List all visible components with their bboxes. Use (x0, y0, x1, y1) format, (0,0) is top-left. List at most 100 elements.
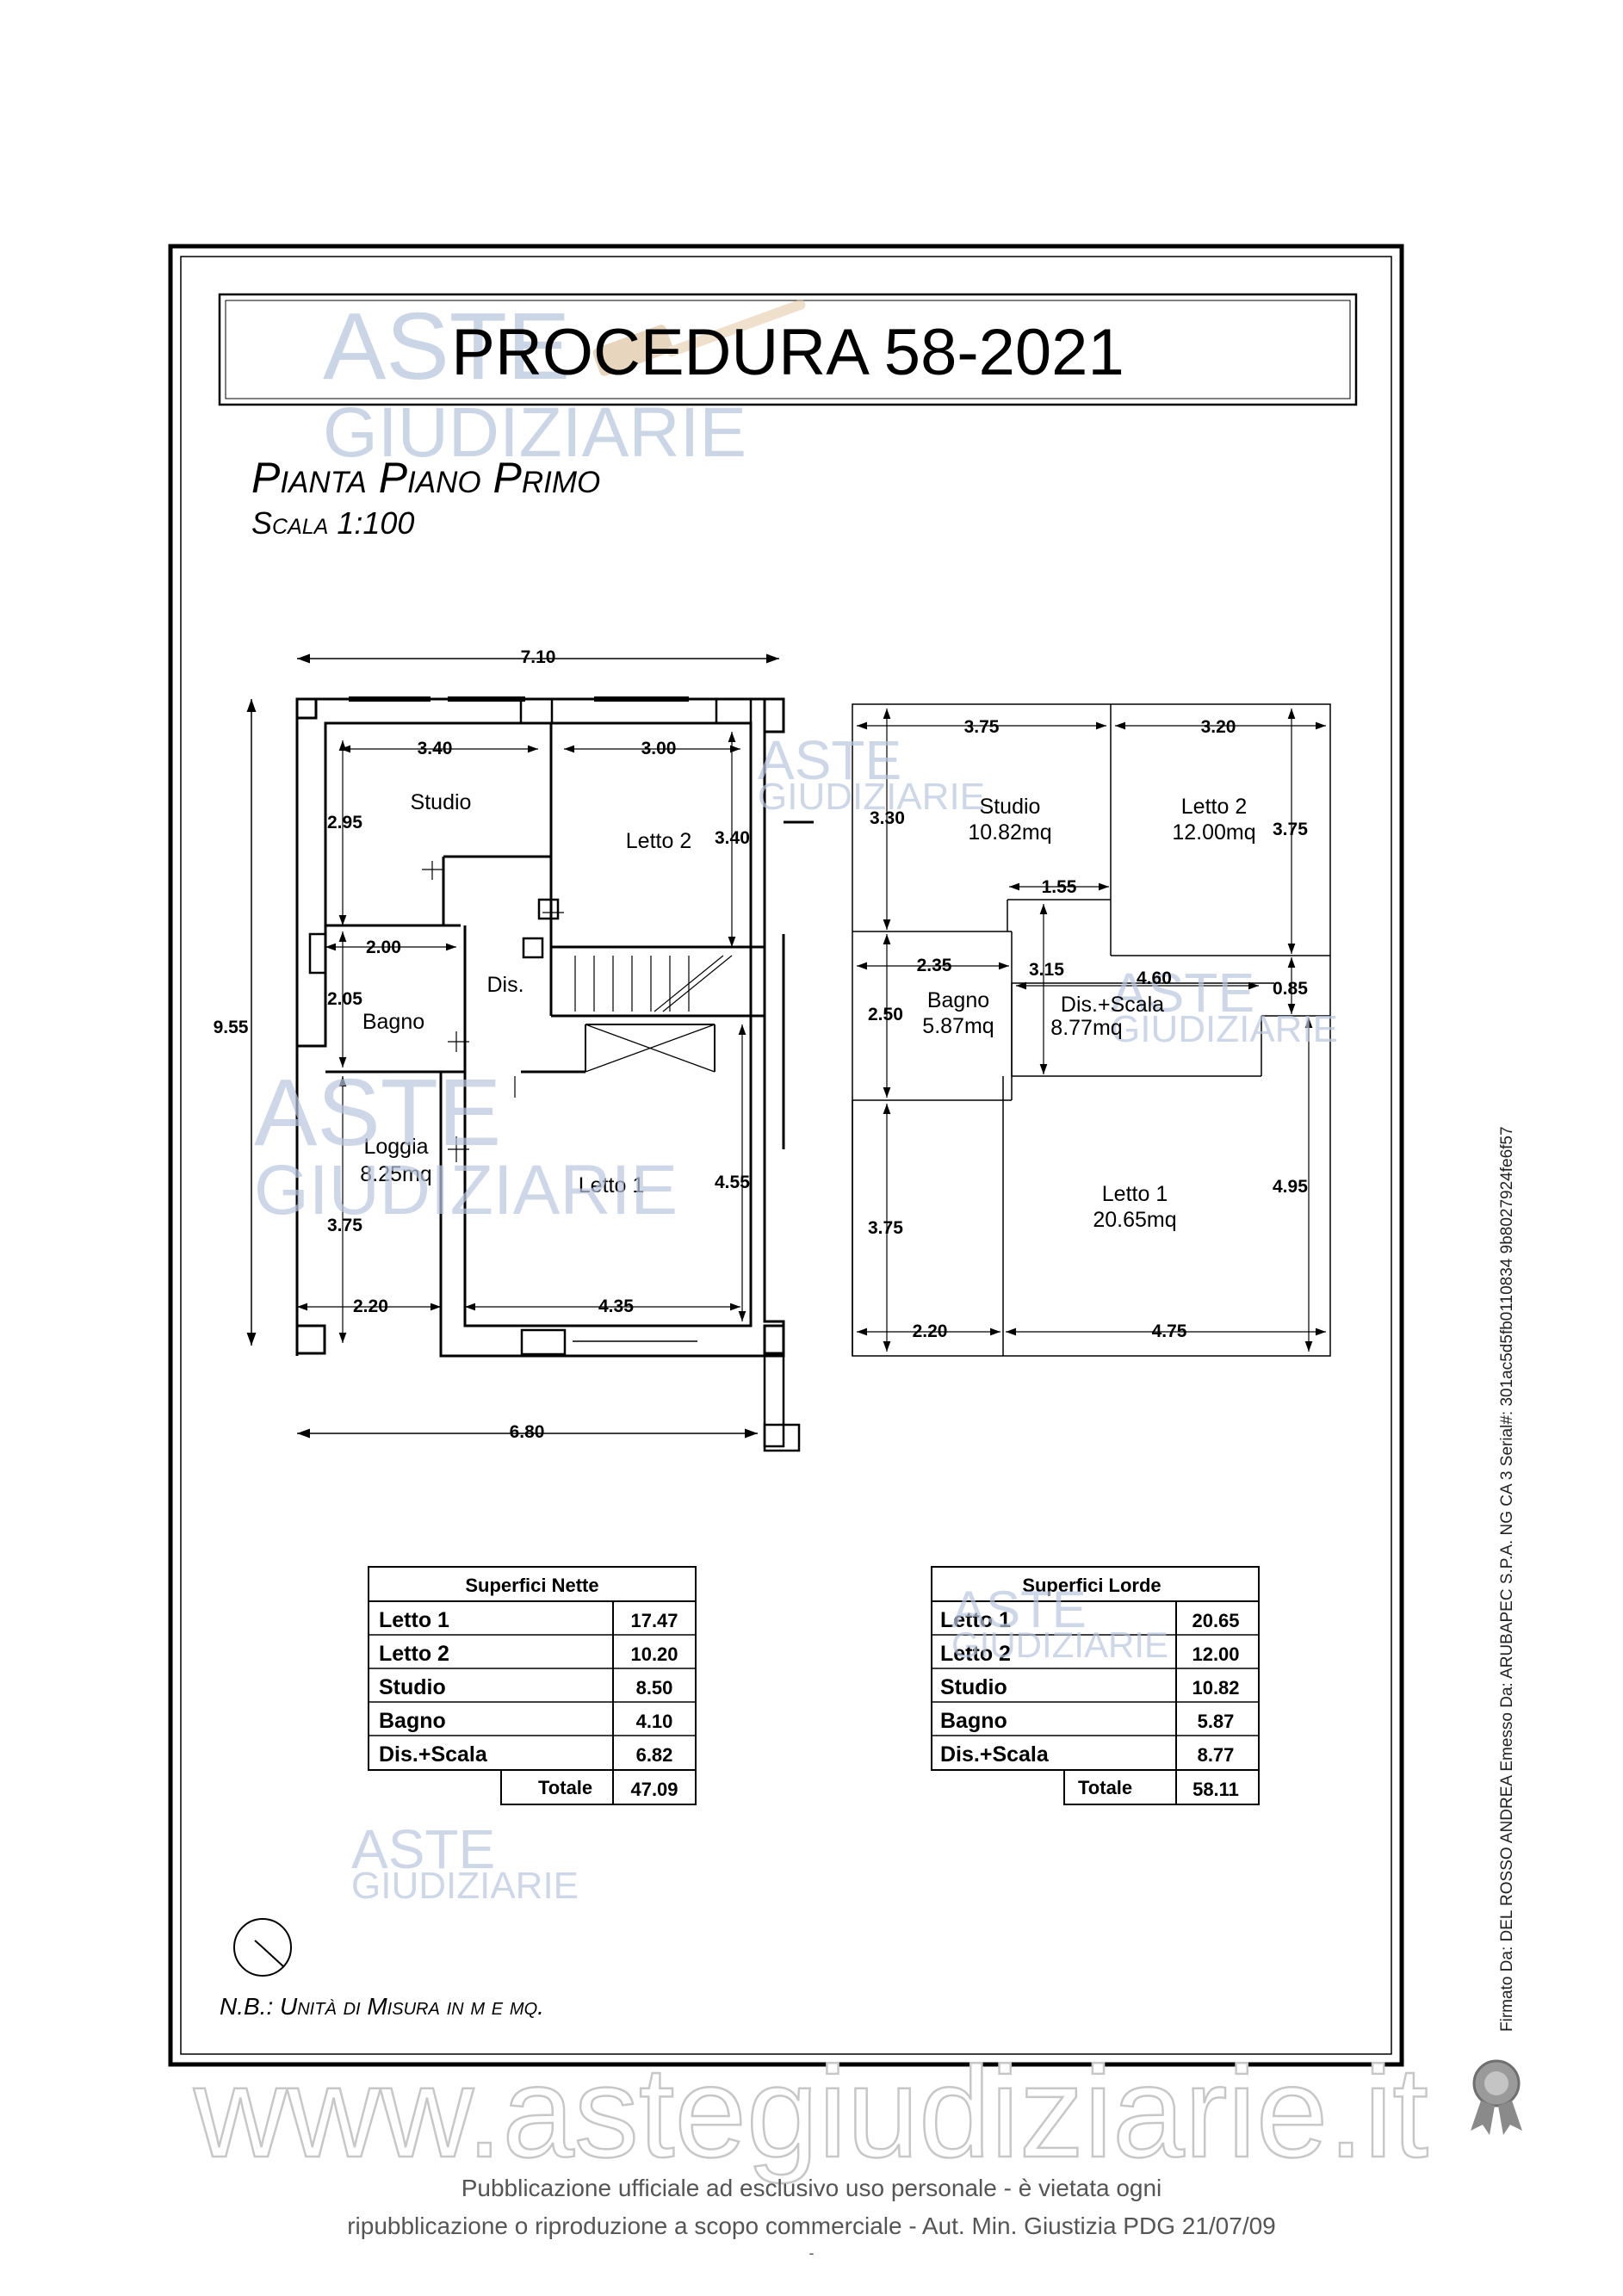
watermark-giudiziarie-text: GIUDIZIARIE (351, 1865, 579, 1907)
room-r-letto2-area: 12.00mq (1172, 820, 1255, 845)
watermark-giudiziarie-text: GIUDIZIARIE (254, 1151, 678, 1229)
plan-subtitle: Pianta Piano Primo (251, 454, 600, 502)
measurement-note: N.B.: Unità di Misura in m e mq. (220, 1993, 544, 2020)
outer-frame (168, 244, 1404, 2067)
dim-r-step-width: 1.55 (1042, 877, 1077, 897)
dim-r-letto1-width: 4.75 (1152, 1321, 1187, 1341)
dim-overall-height: 9.55 (214, 1018, 249, 1037)
table-nette-total-value: 47.09 (630, 1779, 678, 1800)
room-r-dis-area: 8.77mq (1050, 1016, 1122, 1040)
inner-frame (180, 256, 1392, 2055)
room-r-bagno-label: Bagno (927, 988, 989, 1012)
table-nette-row-label: Letto 1 (379, 1608, 449, 1632)
table-nette-header: Superfici Nette (465, 1575, 598, 1596)
north-arrow-icon (233, 1918, 292, 1977)
table-lorde-row-value: 5.87 (1198, 1711, 1235, 1732)
signature-text: Firmato Da: DEL ROSSO ANDREA Emesso Da: … (1498, 1126, 1516, 2032)
table-nette-row-value: 10.20 (630, 1643, 678, 1665)
room-studio-label: Studio (411, 790, 472, 814)
table-lorde-header: Superfici Lorde (1022, 1575, 1161, 1596)
watermark-aste-text: ASTE (254, 1060, 501, 1166)
plan-right-labels: 3.75 3.20 3.30 3.75 1.55 2.35 3.15 4.60 … (868, 717, 1308, 1341)
dim-bottom-width: 6.80 (510, 1422, 545, 1442)
watermark-aste-text: ASTE (323, 294, 570, 399)
watermark-top: ASTE GIUDIZIARIE (323, 294, 746, 472)
dim-r-step-height: 0.85 (1273, 979, 1308, 999)
dim-r-letto2-width: 3.20 (1201, 717, 1236, 737)
table-nette-total-label: Totale (538, 1777, 592, 1798)
title-box-inner (225, 300, 1351, 399)
title-box-outer (218, 293, 1358, 406)
dim-studio-height: 2.95 (327, 813, 362, 832)
table-lorde-row-value: 8.77 (1198, 1744, 1235, 1766)
watermark-aste-text: ASTE (758, 729, 901, 791)
table-lorde-row-label: Bagno (940, 1709, 1007, 1733)
table-superfici-lorde: Superfici Lorde Letto 1 Letto 2 Studio B… (931, 1566, 1260, 1805)
plan-scale: Scala 1:100 (251, 505, 414, 541)
room-r-bagno-area: 5.87mq (922, 1014, 994, 1038)
dim-r-loggia-width: 2.20 (913, 1321, 948, 1341)
room-r-studio-label: Studio (980, 795, 1041, 819)
table-lorde-row-value: 20.65 (1192, 1610, 1239, 1631)
room-loggia-area: 8.25mq (360, 1162, 431, 1186)
footer-page-mark: - (808, 2244, 815, 2262)
dim-r-studio-height: 3.30 (870, 808, 905, 828)
dim-letto1-width: 4.35 (598, 1297, 634, 1316)
dim-loggia-width: 2.20 (353, 1297, 388, 1316)
room-dis-label: Dis. (486, 973, 523, 997)
room-letto1-label: Letto 1 (579, 1173, 644, 1198)
footer-line-2: ripubblicazione o riproduzione a scopo c… (347, 2212, 1276, 2239)
table-nette-row-value: 17.47 (630, 1610, 678, 1631)
table-lorde-row-label: Letto 2 (940, 1642, 1011, 1666)
watermark-giudiziarie-text: GIUDIZIARIE (323, 393, 746, 472)
footer-line-1: Pubblicazione ufficiale ad esclusivo uso… (461, 2175, 1162, 2201)
table-lorde-total-value: 58.11 (1192, 1779, 1239, 1800)
table-lorde-row-value: 12.00 (1192, 1643, 1239, 1665)
seal-icon (1471, 2059, 1522, 2135)
dim-r-bagno-height: 2.50 (868, 1005, 903, 1024)
watermark-aste-text: ASTE (951, 1581, 1087, 1638)
room-loggia-label: Loggia (363, 1135, 428, 1159)
plan-left (246, 653, 814, 1452)
plan-left-labels: 7.10 9.55 6.80 3.40 3.00 2.95 3.40 2.00 … (214, 647, 751, 1442)
dim-r-studio-width: 3.75 (964, 717, 1000, 737)
room-r-letto1-label: Letto 1 (1102, 1182, 1168, 1206)
table-nette-row-value: 6.82 (636, 1744, 673, 1766)
watermark-aste-text: ASTE (351, 1818, 495, 1880)
watermark-giudiziarie-text: GIUDIZIARIE (951, 1625, 1168, 1665)
room-r-letto2-label: Letto 2 (1181, 795, 1247, 819)
table-nette-row-label: Studio (379, 1675, 446, 1699)
room-bagno-label: Bagno (362, 1010, 424, 1034)
table-lorde-row-value: 10.82 (1192, 1677, 1239, 1699)
dim-bagno-height: 2.05 (327, 989, 362, 1009)
room-r-dis-label: Dis.+Scala (1061, 993, 1164, 1017)
table-lorde-row-label: Studio (940, 1675, 1007, 1699)
gavel-icon (592, 299, 806, 376)
table-nette-row-label: Dis.+Scala (379, 1742, 488, 1767)
table-nette-row-value: 8.50 (636, 1677, 673, 1699)
dim-r-dis-height: 3.15 (1029, 960, 1064, 980)
dim-loggia-height: 3.75 (327, 1216, 362, 1235)
dim-r-loggia-height: 3.75 (868, 1218, 903, 1238)
table-lorde-total-label: Totale (1078, 1777, 1132, 1798)
dim-letto2-width: 3.00 (641, 739, 677, 758)
table-superfici-nette: Superfici Nette Letto 1 Letto 2 Studio B… (368, 1566, 697, 1805)
dim-r-letto1-height: 4.95 (1273, 1177, 1308, 1197)
dim-overall-width: 7.10 (521, 647, 556, 667)
page-title: PROCEDURA 58-2021 (451, 316, 1124, 389)
dim-bagno-width: 2.00 (366, 938, 401, 957)
dim-studio-width: 3.40 (418, 739, 453, 758)
footer: Pubblicazione ufficiale ad esclusivo uso… (0, 2169, 1623, 2261)
room-r-studio-area: 10.82mq (968, 820, 1051, 845)
room-r-letto1-area: 20.65mq (1093, 1208, 1176, 1232)
dim-letto1-height: 4.55 (715, 1173, 750, 1192)
dim-r-letto2-height: 3.75 (1273, 820, 1308, 839)
table-nette-row-label: Bagno (379, 1709, 446, 1733)
dim-r-bagno-width: 2.35 (917, 956, 952, 975)
table-nette-row-value: 4.10 (636, 1711, 673, 1732)
table-lorde-row-label: Dis.+Scala (940, 1742, 1050, 1767)
dim-r-dis-width: 4.60 (1137, 969, 1172, 988)
room-letto2-label: Letto 2 (626, 829, 691, 853)
watermark-giudiziarie-text: GIUDIZIARIE (758, 776, 985, 818)
